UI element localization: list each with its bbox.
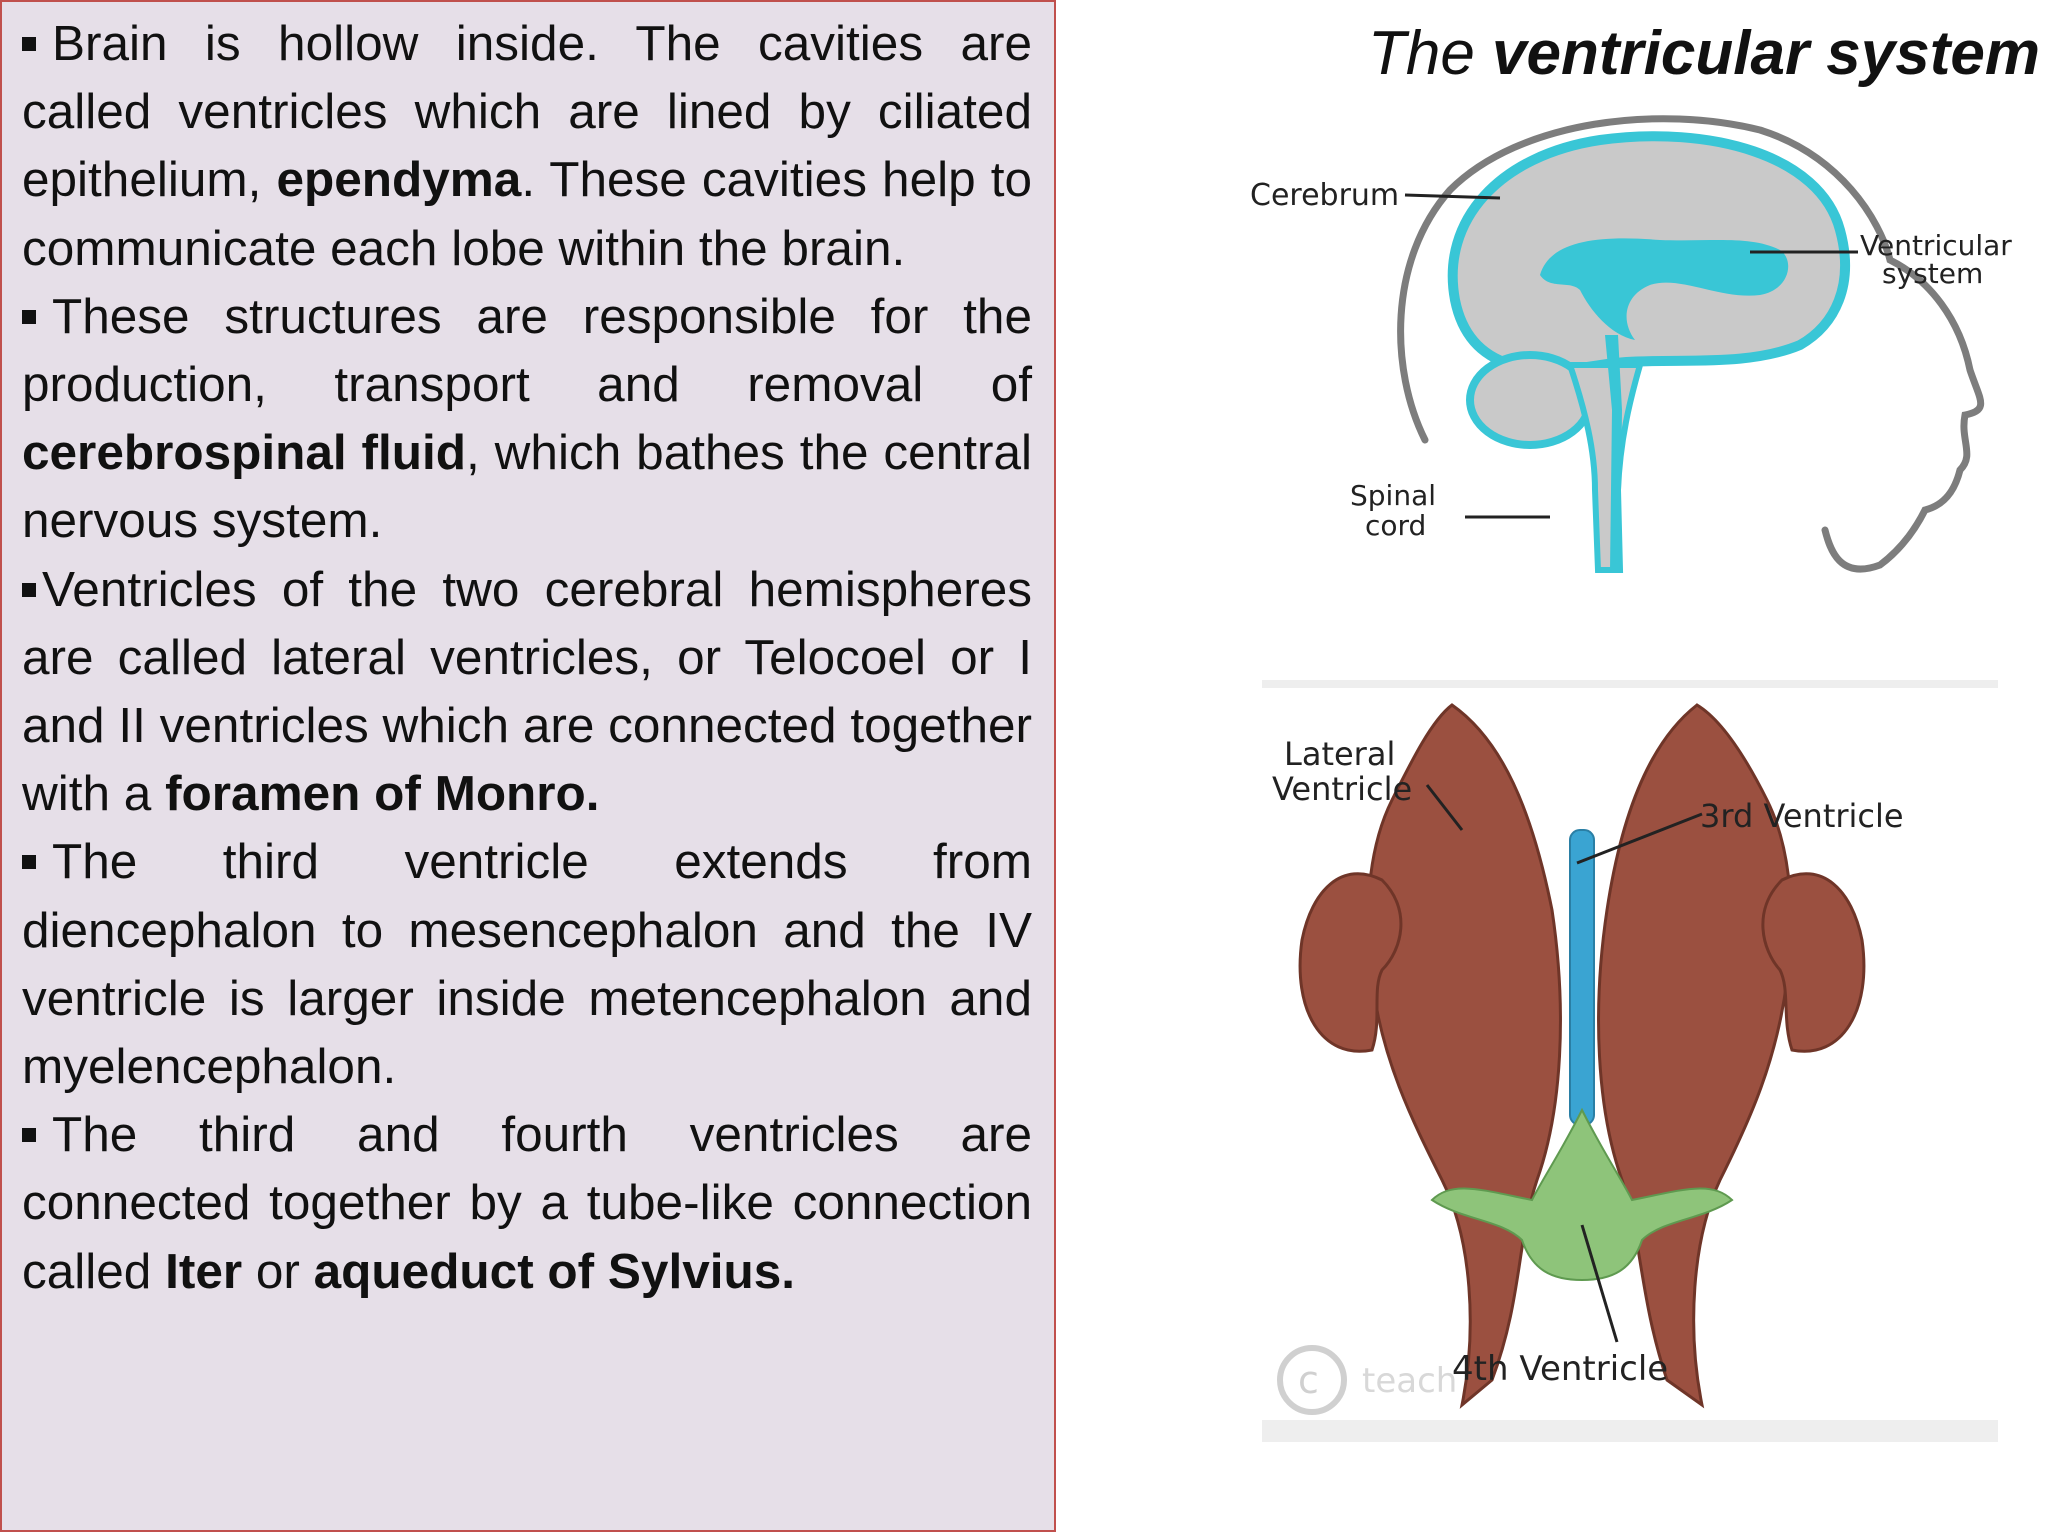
spinal-label-line2: cord	[1365, 509, 1426, 542]
brainstem-shape	[1565, 362, 1644, 573]
right-temporal-horn	[1761, 872, 1866, 1053]
fourth-leader	[1580, 1224, 1619, 1343]
bullet-paragraph: Ventricles of the two cerebral hemispher…	[22, 556, 1032, 829]
title-prefix: The	[1367, 19, 1493, 88]
ventricular-label-line1: Ventricular	[1860, 229, 2012, 262]
bullet-paragraph: Brain is hollow inside. The cavities are…	[22, 10, 1032, 283]
square-bullet-icon	[22, 309, 36, 324]
paragraph-text: , which bathes the central nervous syste…	[22, 425, 1033, 549]
paragraph-text: Brain is hollow inside. The cavities are…	[22, 16, 1032, 208]
watermark-text: teach	[1362, 1361, 1457, 1401]
bold-term: aqueduct of Sylvius.	[313, 1243, 796, 1299]
ventricle-anatomy-diagram: Lateral Ventricle 3rd Ventricle c teach …	[1262, 680, 1998, 1442]
square-bullet-icon	[22, 855, 36, 870]
third-ventricle-label: 3rd Ventricle	[1700, 797, 1904, 835]
square-bullet-icon	[22, 582, 36, 597]
bold-term: Iter	[165, 1243, 243, 1299]
paragraph-text: . These cavities help to communicate eac…	[22, 152, 1032, 276]
title-bold: ventricular system	[1492, 19, 2040, 88]
left-lateral-ventricle	[1366, 703, 1562, 1409]
paragraph-text: The third and fourth ventricles are conn…	[22, 1107, 1032, 1299]
paragraph-text: The third ventricle extends from diencep…	[22, 834, 1032, 1095]
slide-title: The ventricular system	[1270, 18, 2040, 89]
copyright-icon	[1277, 1345, 1347, 1415]
lateral-leader	[1425, 784, 1464, 831]
head-sagittal-diagram: Cerebrum Ventricular system Spinal cord	[1250, 115, 2012, 573]
bullet-paragraph: The third ventricle extends from diencep…	[22, 828, 1032, 1101]
cerebrum-label: Cerebrum	[1250, 178, 1399, 213]
text-panel: Brain is hollow inside. The cavities are…	[0, 0, 1056, 1532]
ventricle-shape	[1540, 238, 1789, 340]
square-bullet-icon	[22, 37, 36, 51]
paragraph-text: Ventricles of the two cerebral hemispher…	[22, 561, 1032, 822]
spinal-label-line1: Spinal	[1350, 479, 1436, 512]
fourth-ventricle-label: 4th Ventricle	[1452, 1349, 1668, 1389]
head-outline	[1397, 115, 1985, 573]
cerebrum-leader	[1404, 193, 1501, 200]
bold-term: foramen of Monro.	[165, 766, 600, 822]
aqueduct-shape	[1605, 335, 1622, 570]
ventricular-label-line2: system	[1882, 257, 1983, 290]
bullet-paragraph: The third and fourth ventricles are conn…	[22, 1101, 1032, 1306]
bold-term: cerebrospinal fluid	[22, 425, 467, 481]
square-bullet-icon	[22, 1128, 36, 1143]
lateral-label-line2: Ventricle	[1272, 770, 1412, 808]
left-temporal-horn	[1298, 872, 1403, 1053]
fourth-ventricle	[1430, 1107, 1734, 1282]
paragraph-text: or	[242, 1243, 314, 1299]
third-ventricle	[1569, 829, 1595, 1126]
bullet-paragraph: These structures are responsible for the…	[22, 283, 1032, 556]
third-leader	[1576, 812, 1703, 865]
copyright-glyph: c	[1298, 1358, 1319, 1402]
paragraph-text: These structures are responsible for the…	[22, 288, 1032, 413]
bold-term: ependyma	[276, 152, 522, 208]
lateral-label-line1: Lateral	[1284, 735, 1395, 773]
